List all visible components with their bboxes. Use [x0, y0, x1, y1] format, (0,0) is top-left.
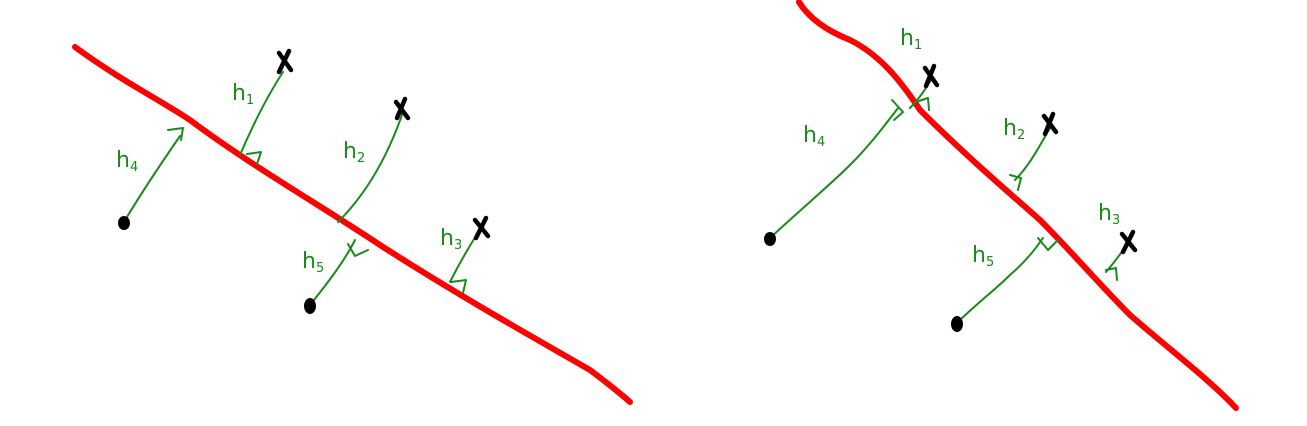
left-right-angle-h3 [450, 279, 467, 294]
x-mark-icon [393, 96, 411, 121]
right-label-h2: h2 [1003, 116, 1025, 143]
x-mark-icon [472, 215, 491, 241]
right-distance-h5 [956, 237, 1044, 324]
right-right-angle-h5 [1037, 237, 1059, 251]
left-right-angle-h4 [167, 127, 184, 141]
right-right-angle-h2 [1009, 174, 1022, 191]
left-right-angle-h2 [347, 243, 369, 257]
right-label-h1: h1 [900, 26, 922, 53]
x-mark-icon [276, 48, 294, 75]
left-separating-line [72, 44, 633, 405]
filled-dot-icon [304, 298, 316, 314]
right-separating-line [796, 0, 1239, 411]
x-mark-icon [1119, 229, 1138, 255]
left-label-h5: h5 [302, 249, 324, 276]
left-label-h4: h4 [116, 148, 138, 175]
left-label-h1: h1 [232, 81, 254, 108]
x-mark-icon [1041, 111, 1059, 137]
left-distance-h2 [337, 111, 404, 223]
filled-dot-icon [118, 216, 130, 230]
left-panel: h1 h2 h3 h4 h5 [72, 44, 633, 405]
filled-dot-icon [764, 232, 776, 246]
right-right-angle-h4 [891, 99, 904, 121]
right-distance-h4 [769, 107, 899, 239]
x-mark-icon [922, 63, 940, 89]
left-right-angle-h1 [246, 151, 262, 165]
right-label-h5: h5 [972, 243, 994, 270]
left-distance-h5 [309, 239, 356, 306]
right-label-h3: h3 [1098, 201, 1120, 228]
left-label-h3: h3 [440, 226, 462, 253]
left-distance-h1 [239, 71, 284, 156]
filled-dot-icon [951, 316, 963, 332]
left-distance-h4 [123, 135, 181, 223]
right-right-angle-h3 [1105, 267, 1118, 281]
right-right-angle-h1 [915, 97, 930, 111]
right-panel: h1 h2 h3 h4 h5 [764, 0, 1239, 411]
right-label-h4: h4 [803, 123, 825, 150]
left-label-h2: h2 [343, 139, 365, 166]
